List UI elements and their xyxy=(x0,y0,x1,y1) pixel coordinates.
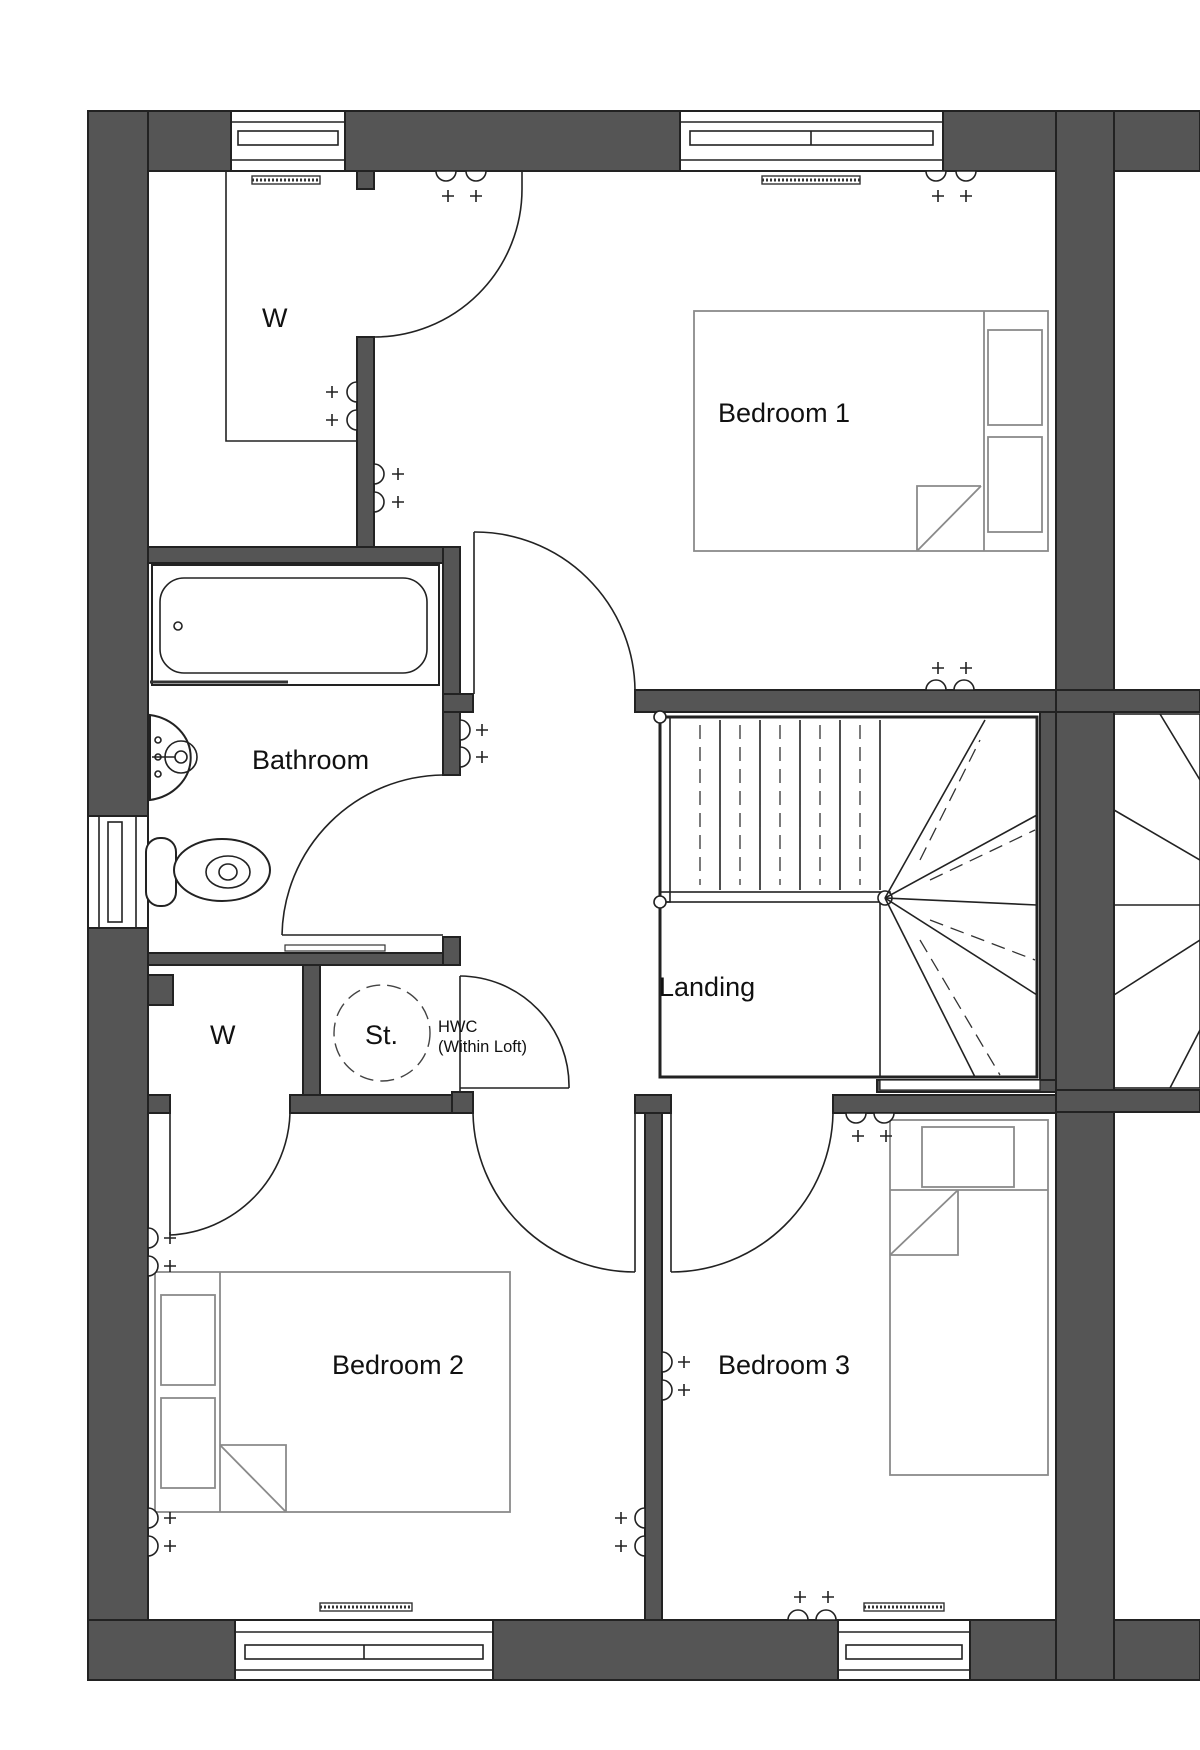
room-label-landing: Landing xyxy=(659,972,755,1002)
radiator-icon xyxy=(251,175,321,185)
hwc-label: HWC xyxy=(438,1018,477,1036)
window-icon xyxy=(87,815,149,929)
window-icon xyxy=(679,110,944,172)
toilet-icon xyxy=(145,837,271,907)
double-socket-icon xyxy=(459,719,488,768)
double-socket-icon xyxy=(845,1112,895,1142)
double-socket-icon xyxy=(147,1227,176,1277)
room-label-wardrobe-mid: W xyxy=(210,1020,236,1050)
radiator-icon xyxy=(863,1602,945,1612)
bed-icon xyxy=(693,310,1049,552)
room-label-bedroom-1: Bedroom 1 xyxy=(718,398,850,428)
radiator-icon xyxy=(284,944,386,952)
basin-icon xyxy=(149,713,198,802)
double-socket-icon xyxy=(925,170,977,202)
neighbour-stair-icon xyxy=(1113,713,1200,1089)
room-label-store: St. xyxy=(365,1020,398,1050)
bed-icon xyxy=(154,1271,511,1513)
door-swing-icon xyxy=(459,975,570,1092)
window-icon xyxy=(234,1619,494,1681)
window-icon xyxy=(230,110,346,172)
hwc-sub-label: (Within Loft) xyxy=(438,1038,527,1056)
double-socket-icon xyxy=(925,662,975,691)
radiator-icon xyxy=(761,175,861,185)
door-swing-icon xyxy=(472,1112,636,1273)
room-label-bedroom-3: Bedroom 3 xyxy=(718,1350,850,1380)
external-walls xyxy=(87,110,1200,1681)
double-socket-icon xyxy=(326,381,358,431)
cylinder-icon xyxy=(333,984,431,1082)
double-socket-icon xyxy=(661,1351,690,1401)
double-socket-icon xyxy=(435,170,487,202)
double-socket-icon xyxy=(615,1507,646,1557)
room-label-bathroom: Bathroom xyxy=(252,745,369,775)
room-label-wardrobe-top: W xyxy=(262,303,288,333)
room-label-bedroom-2: Bedroom 2 xyxy=(332,1350,464,1380)
internal-walls xyxy=(147,170,1057,1621)
bath-icon xyxy=(150,564,440,686)
double-socket-icon xyxy=(373,463,404,513)
door-swing-icon xyxy=(169,1112,291,1236)
door-swing-icon xyxy=(373,171,523,338)
double-socket-icon xyxy=(147,1507,176,1557)
wardrobe-outline xyxy=(225,171,357,442)
radiator-icon xyxy=(319,1602,413,1612)
bed-icon xyxy=(889,1119,1049,1476)
door-swing-icon xyxy=(670,1112,834,1273)
stair-icon xyxy=(653,710,1041,1091)
door-swing-icon xyxy=(473,531,636,694)
door-swing-icon xyxy=(281,774,444,936)
double-socket-icon xyxy=(787,1591,837,1621)
window-icon xyxy=(837,1619,971,1681)
